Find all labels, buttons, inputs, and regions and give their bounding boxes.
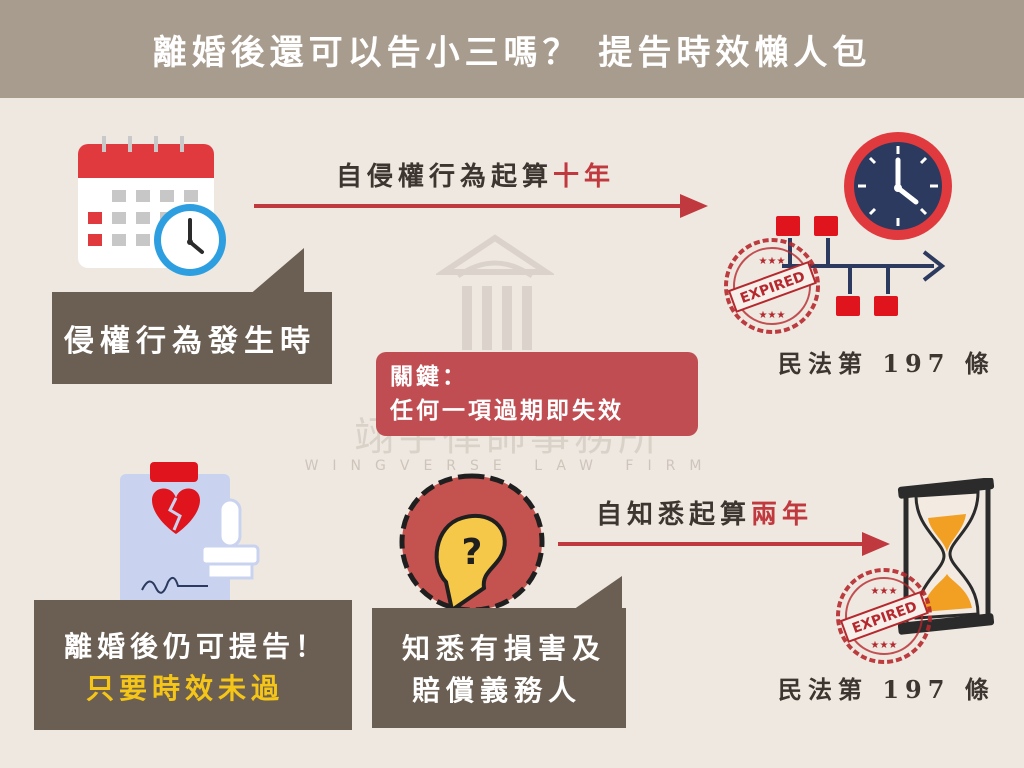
bottom-arrow-text: 自知悉起算 — [596, 500, 752, 530]
knowledge-line2: 賠償義務人 — [412, 674, 583, 707]
svg-text:★★★: ★★★ — [871, 586, 898, 597]
tort-time-label: 侵權行為發生時 — [64, 324, 316, 359]
key-note-box: 關鍵： 任何一項過期即失效 — [376, 352, 698, 436]
bottom-timeline-arrow — [558, 532, 890, 556]
calendar-clock-icon — [78, 136, 226, 276]
timeline-icon — [776, 216, 946, 316]
header-bar: 離婚後還可以告小三嗎？ 提告時效懶人包 — [0, 0, 1024, 98]
bottom-arrow-caption: 自知悉起算兩年 — [596, 494, 813, 531]
page-title: 離婚後還可以告小三嗎？ 提告時效懶人包 — [152, 32, 872, 73]
top-timeline-arrow — [254, 194, 708, 218]
knowledge-line1: 知悉有損害及 — [402, 632, 607, 665]
watermark-firm-subtitle: WINGVERSE LAW FIRM — [304, 458, 716, 474]
watermark-logo-icon — [436, 234, 554, 350]
divorce-sue-line2: 只要時效未過 — [86, 672, 285, 705]
broken-heart-document-icon — [120, 462, 260, 624]
expired-stamp-icon: EXPIRED ★★★ ★★★ — [836, 568, 932, 664]
question-head-icon: ? — [399, 473, 545, 614]
divorce-sue-box: 離婚後仍可提告！ 只要時效未過 — [34, 600, 352, 730]
key-note-text: 任何一項過期即失效 — [390, 398, 624, 424]
bottom-law-reference: 民法第 197 條 — [778, 675, 995, 704]
top-arrow-caption: 自侵權行為起算十年 — [336, 156, 615, 193]
svg-text:★★★: ★★★ — [871, 640, 898, 651]
tort-time-box: 侵權行為發生時 — [52, 292, 332, 384]
bottom-arrow-highlight: 兩年 — [751, 500, 814, 530]
top-arrow-highlight: 十年 — [553, 162, 616, 192]
hourglass-icon — [897, 478, 995, 635]
svg-text:?: ? — [462, 532, 483, 573]
knowledge-box: 知悉有損害及 賠償義務人 — [372, 608, 626, 728]
key-note-title: 關鍵： — [390, 364, 468, 390]
divorce-sue-line1: 離婚後仍可提告！ — [64, 630, 329, 663]
top-law-reference: 民法第 197 條 — [778, 349, 995, 378]
top-box-tail — [248, 248, 304, 296]
top-arrow-text: 自侵權行為起算 — [336, 162, 554, 192]
expired-stamp-icon: EXPIRED ★★★ ★★★ — [724, 238, 820, 334]
svg-text:★★★: ★★★ — [759, 256, 786, 267]
svg-text:★★★: ★★★ — [759, 310, 786, 321]
clock-icon — [844, 132, 952, 240]
mid-box-tail — [570, 576, 622, 612]
